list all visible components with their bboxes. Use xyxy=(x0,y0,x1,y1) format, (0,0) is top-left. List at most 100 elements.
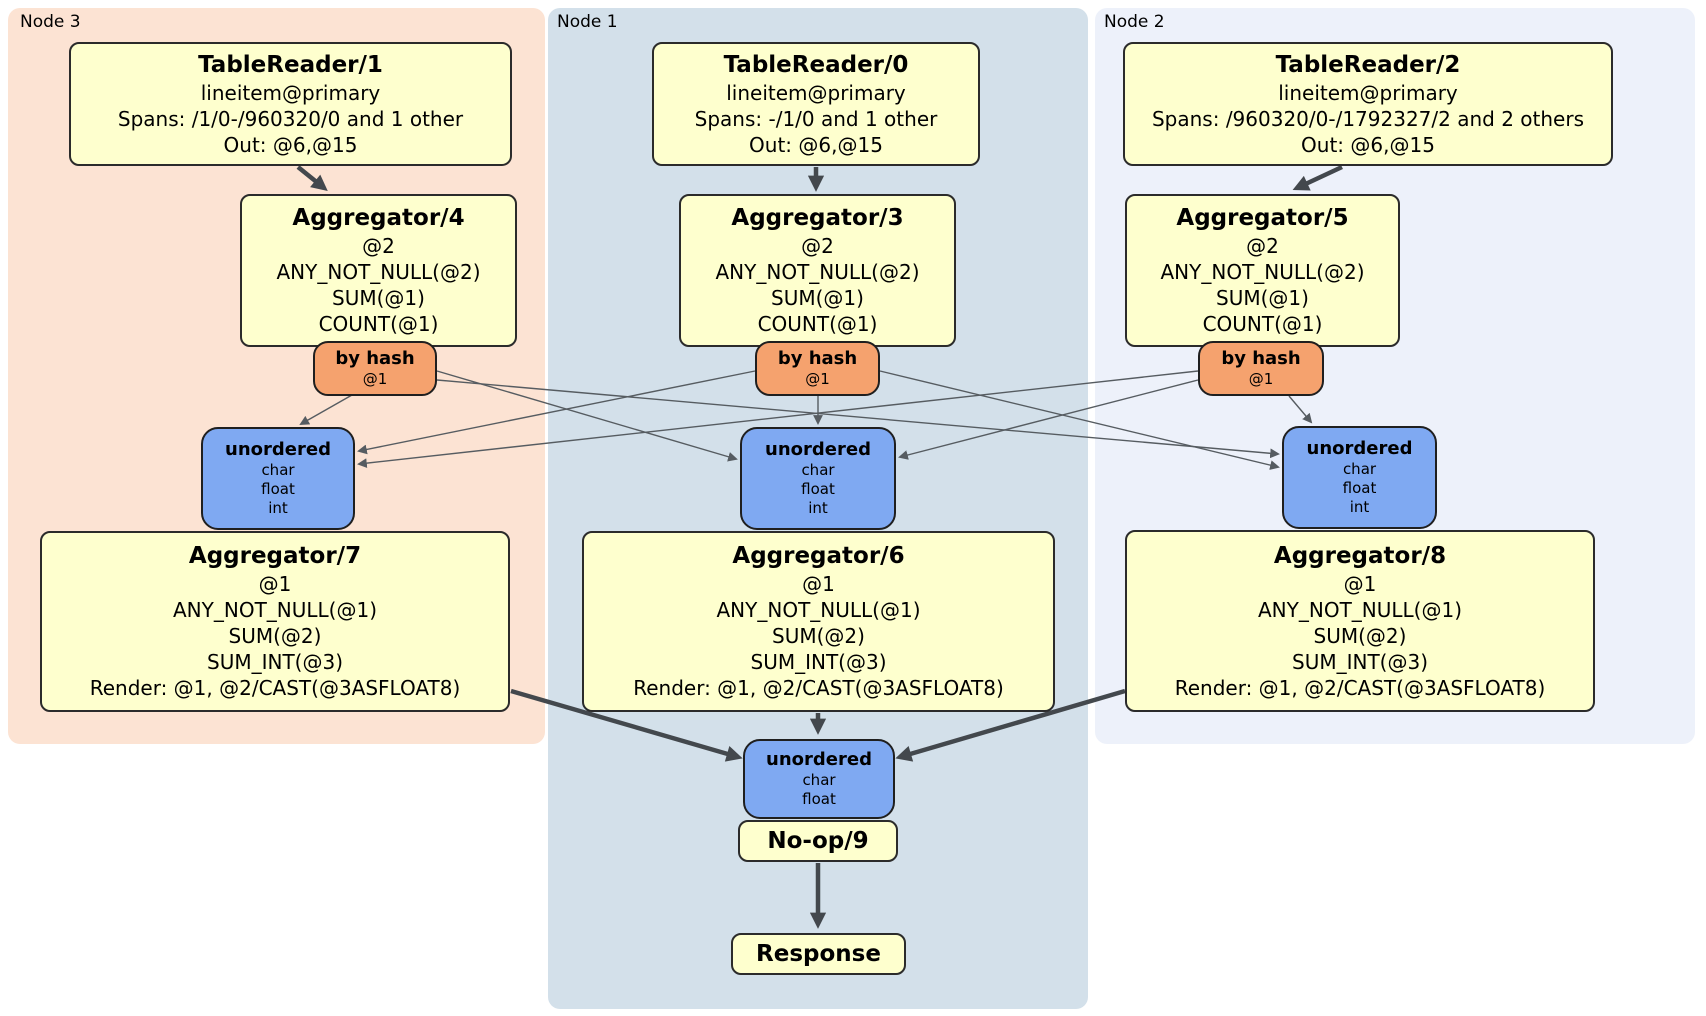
sync-title: unordered xyxy=(765,439,871,460)
processor-line: ANY_NOT_NULL(@2) xyxy=(1160,260,1365,284)
edge-agg7-unfinal xyxy=(510,688,743,762)
processor-tablereader-0: TableReader/0 lineitem@primary Spans: -/… xyxy=(652,42,980,166)
processor-noop-9: No-op/9 xyxy=(738,820,898,862)
router-by-hash-node1: by hash @1 xyxy=(755,341,880,396)
sync-line: char xyxy=(1342,460,1377,478)
processor-line: Out: @6,@15 xyxy=(223,132,358,157)
processor-line: SUM(@1) xyxy=(332,286,425,310)
edge-hash2-un3 xyxy=(357,370,1199,469)
sync-line: float xyxy=(261,480,295,498)
processor-line: COUNT(@1) xyxy=(1202,312,1323,336)
sync-unordered-node1: unordered char float int xyxy=(740,427,896,530)
processor-line: Spans: /1/0-/960320/0 and 1 other xyxy=(117,106,464,131)
router-by-hash-node2: by hash @1 xyxy=(1198,341,1324,396)
processor-line: Render: @1, @2/CAST(@3ASFLOAT8) xyxy=(633,676,1004,700)
processor-aggregator-7: Aggregator/7 @1 ANY_NOT_NULL(@1) SUM(@2)… xyxy=(40,531,510,712)
processor-line: lineitem@primary xyxy=(1278,80,1458,105)
processor-line: Render: @1, @2/CAST(@3ASFLOAT8) xyxy=(89,676,461,700)
processor-line: @1 xyxy=(1343,571,1377,596)
processor-line: ANY_NOT_NULL(@1) xyxy=(1258,597,1462,622)
router-title: by hash xyxy=(1221,348,1301,369)
processor-title: Aggregator/4 xyxy=(292,205,465,231)
processor-line: lineitem@primary xyxy=(726,80,906,105)
sync-line: int xyxy=(268,499,288,517)
processor-line: Spans: -/1/0 and 1 other xyxy=(694,106,938,131)
processor-line: @1 xyxy=(802,572,835,596)
processor-line: COUNT(@1) xyxy=(757,312,878,336)
router-title: by hash xyxy=(777,348,858,369)
processor-aggregator-4: Aggregator/4 @2 ANY_NOT_NULL(@2) SUM(@1)… xyxy=(240,194,517,347)
sync-line: float xyxy=(802,790,836,808)
processor-line: @2 xyxy=(801,234,834,258)
edge-hash3-un3 xyxy=(299,394,353,425)
processor-tablereader-1: TableReader/1 lineitem@primary Spans: /1… xyxy=(69,42,512,166)
processor-line: SUM(@2) xyxy=(228,624,322,648)
edge-hash3-un1 xyxy=(436,370,738,462)
processor-line: SUM(@2) xyxy=(772,624,865,648)
router-by-hash-node3: by hash @1 xyxy=(313,341,437,396)
router-line: @1 xyxy=(362,370,388,388)
sync-line: float xyxy=(801,480,835,498)
sync-line: int xyxy=(808,499,828,517)
router-line: @1 xyxy=(805,370,830,388)
router-title: by hash xyxy=(335,348,415,369)
sync-title: unordered xyxy=(225,439,331,460)
processor-line: Out: @6,@15 xyxy=(1301,132,1435,157)
processor-line: SUM_INT(@3) xyxy=(207,650,343,674)
processor-title: TableReader/0 xyxy=(723,51,909,78)
sync-title: unordered xyxy=(766,749,872,770)
processor-line: SUM_INT(@3) xyxy=(1292,649,1428,674)
edge-hash2-un1 xyxy=(898,379,1199,460)
processor-line: @2 xyxy=(362,234,395,258)
processor-title: No-op/9 xyxy=(767,827,869,854)
processor-title: Aggregator/6 xyxy=(732,543,905,569)
sync-unordered-node3: unordered char float int xyxy=(201,427,355,530)
processor-aggregator-5: Aggregator/5 @2 ANY_NOT_NULL(@2) SUM(@1)… xyxy=(1125,194,1400,347)
router-line: @1 xyxy=(1248,370,1274,388)
edge-hash1-un3 xyxy=(357,370,756,455)
processor-title: Aggregator/8 xyxy=(1273,542,1447,569)
processor-line: Render: @1, @2/CAST(@3ASFLOAT8) xyxy=(1174,675,1546,700)
sync-line: int xyxy=(1349,498,1370,516)
processor-line: SUM(@1) xyxy=(1216,286,1309,310)
processor-line: SUM(@2) xyxy=(1313,623,1407,648)
processor-line: COUNT(@1) xyxy=(318,312,439,336)
processor-line: ANY_NOT_NULL(@1) xyxy=(716,598,921,622)
processor-title: Aggregator/7 xyxy=(188,543,362,569)
processor-tablereader-2: TableReader/2 lineitem@primary Spans: /9… xyxy=(1123,42,1613,166)
sync-unordered-node2: unordered char float int xyxy=(1282,426,1437,529)
processor-line: Out: @6,@15 xyxy=(749,132,883,157)
processor-title: TableReader/1 xyxy=(198,51,383,78)
response-node: Response xyxy=(731,933,906,975)
region-label-node1: Node 1 xyxy=(557,12,618,32)
processor-aggregator-8: Aggregator/8 @1 ANY_NOT_NULL(@1) SUM(@2)… xyxy=(1125,530,1595,712)
processor-line: ANY_NOT_NULL(@2) xyxy=(276,260,481,284)
edge-hash1-un2 xyxy=(879,370,1280,470)
sync-line: char xyxy=(801,461,835,479)
processor-title: Response xyxy=(756,940,881,967)
processor-line: @1 xyxy=(258,572,292,596)
processor-aggregator-3: Aggregator/3 @2 ANY_NOT_NULL(@2) SUM(@1)… xyxy=(679,194,956,347)
processor-line: lineitem@primary xyxy=(200,80,381,105)
processor-line: Spans: /960320/0-/1792327/2 and 2 others xyxy=(1151,106,1584,131)
edge-hash3-un2 xyxy=(436,379,1280,459)
processor-line: ANY_NOT_NULL(@1) xyxy=(173,598,377,622)
processor-line: SUM(@1) xyxy=(771,286,864,310)
region-label-node2: Node 2 xyxy=(1104,12,1165,32)
region-label-node3: Node 3 xyxy=(20,12,81,32)
sync-title: unordered xyxy=(1306,438,1413,459)
edge-tr2-agg5 xyxy=(1292,164,1343,191)
processor-title: TableReader/2 xyxy=(1275,51,1461,78)
processor-line: ANY_NOT_NULL(@2) xyxy=(715,260,920,284)
sync-unordered-final: unordered char float xyxy=(743,739,895,819)
processor-aggregator-6: Aggregator/6 @1 ANY_NOT_NULL(@1) SUM(@2)… xyxy=(582,531,1055,712)
edge-hash2-un2 xyxy=(1288,395,1313,424)
processor-line: SUM_INT(@3) xyxy=(750,650,887,674)
sync-line: char xyxy=(802,771,836,789)
sync-line: char xyxy=(261,461,295,479)
processor-title: Aggregator/5 xyxy=(1176,205,1349,231)
edge-tr1-agg4 xyxy=(296,165,328,192)
processor-title: Aggregator/3 xyxy=(731,205,904,231)
edge-agg8-unfinal xyxy=(895,688,1126,762)
